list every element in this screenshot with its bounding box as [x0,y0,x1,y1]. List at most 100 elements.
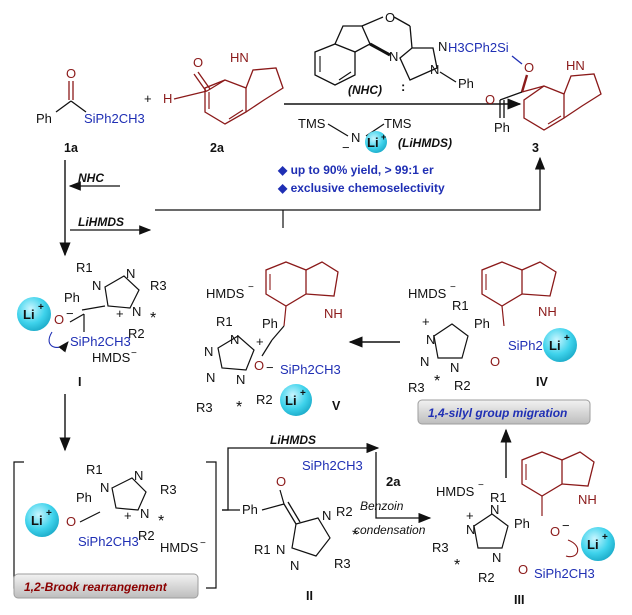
svg-text:R2: R2 [336,504,353,519]
svg-text:1a: 1a [64,141,79,155]
reactant-2a: O H HN 2a [163,50,284,155]
svg-text:R3: R3 [408,380,425,395]
svg-text:Benzoin: Benzoin [360,499,404,513]
svg-text:*: * [454,557,460,574]
svg-text:−: − [200,538,206,549]
svg-text:Ph: Ph [474,316,490,331]
svg-text:TMS: TMS [384,116,412,131]
svg-text:I: I [78,375,81,389]
svg-text:2a: 2a [386,474,401,489]
svg-text:O: O [66,514,76,529]
svg-text:+: + [381,132,386,142]
svg-text:NH: NH [578,492,597,507]
svg-text:R3: R3 [160,482,177,497]
svg-text:*: * [352,527,358,544]
svg-text:III: III [514,593,524,607]
svg-text:O: O [66,66,76,81]
svg-text:Ph: Ph [64,290,80,305]
svg-text:condensation: condensation [354,523,426,537]
svg-text:O: O [524,60,534,75]
svg-text:N: N [426,332,435,347]
svg-text:N: N [492,550,501,565]
svg-text:2a: 2a [210,141,225,155]
svg-text:R1: R1 [452,298,469,313]
intermediate-IV: HMDS − NH Ph SiPh2CH3 O R1 + N N N R3 R2… [408,261,577,395]
svg-text:HN: HN [566,58,585,73]
svg-text:Ph: Ph [36,111,52,126]
svg-text:N: N [100,480,109,495]
svg-text:R3: R3 [432,540,449,555]
nhc-catalyst: O N N N Ph : (NHC) [314,10,474,97]
svg-text:+: + [300,388,306,399]
svg-text:Ph: Ph [262,316,278,331]
bullet-selectivity: ◆ exclusive chemoselectivity [277,181,445,195]
svg-text:R1: R1 [254,542,271,557]
svg-text:N: N [126,266,135,281]
svg-text:Li: Li [31,513,43,528]
product-3: H3CPh2Si O O Ph HN 3 [448,40,602,155]
svg-text:O: O [490,354,500,369]
svg-text:HN: HN [230,50,249,65]
svg-text:N: N [236,372,245,387]
svg-text:TMS: TMS [298,116,326,131]
svg-text:SiPh2CH3: SiPh2CH3 [534,566,595,581]
svg-text:Ph: Ph [514,516,530,531]
svg-text:O: O [550,524,560,539]
svg-text:H3CPh2Si: H3CPh2Si [448,40,509,55]
svg-text:H: H [163,91,172,106]
intermediate-I: R1 N N N + R3 * R2 Ph O − SiPh2CH3 HMDS … [17,260,167,389]
svg-text:1,4-silyl group migration: 1,4-silyl group migration [428,406,567,420]
svg-text:+: + [124,508,132,523]
svg-text:+: + [422,314,430,329]
svg-text:N: N [276,542,285,557]
svg-text:O: O [485,92,495,107]
svg-text:N: N [140,506,149,521]
svg-text::: : [401,79,405,94]
svg-text:N: N [351,130,360,145]
svg-text:R2: R2 [256,392,273,407]
svg-text:−: − [478,480,484,491]
plus-sign: + [144,91,152,106]
banner-silyl-migration: 1,4-silyl group migration [417,399,591,425]
svg-text:Li: Li [285,393,297,408]
svg-text:−: − [66,306,74,321]
svg-text:HMDS: HMDS [408,286,447,301]
svg-text:II: II [306,589,313,603]
lihmds-reagent: TMS TMS N − Li + (LiHMDS) [298,116,452,155]
svg-text:Ph: Ph [242,502,258,517]
svg-text:SiPh2CH3: SiPh2CH3 [302,458,363,473]
svg-text:−: − [266,360,274,375]
svg-text:V: V [332,399,341,413]
svg-text:−: − [562,518,570,533]
svg-text:O: O [193,55,203,70]
intermediate-III: HMDS − NH Ph O − R1 + N N N R3 * R2 O Si… [432,451,615,607]
svg-text:N: N [438,39,447,54]
svg-text:N: N [389,49,398,64]
svg-text:SiPh2CH3: SiPh2CH3 [84,111,145,126]
svg-text:+: + [602,532,608,543]
svg-text:−: − [342,140,350,155]
svg-text:O: O [385,10,395,25]
svg-text:Li: Li [549,338,561,353]
svg-text:R2: R2 [454,378,471,393]
svg-text:R2: R2 [128,326,145,341]
svg-text:LiHMDS: LiHMDS [270,433,316,447]
svg-text:N: N [230,332,239,347]
svg-text:*: * [434,373,440,390]
svg-text:SiPh2CH3: SiPh2CH3 [280,362,341,377]
svg-text:N: N [430,62,439,77]
intermediate-II: SiPh2CH3 O Ph N R2 * R1 N N R3 II [242,458,363,603]
svg-text:HMDS: HMDS [206,286,245,301]
svg-text:R1: R1 [216,314,233,329]
arrow-II-to-III [375,452,432,524]
svg-text:−: − [131,348,137,359]
svg-text:NH: NH [538,304,557,319]
svg-text:*: * [158,513,164,530]
svg-text:N: N [92,278,101,293]
banner-brook: 1,2-Brook rearrangement [13,573,199,599]
svg-text:3: 3 [532,141,539,155]
svg-text:(LiHMDS): (LiHMDS) [398,136,452,150]
svg-text:NH: NH [324,306,343,321]
svg-text:Li: Li [367,135,379,150]
svg-text:LiHMDS: LiHMDS [78,215,124,229]
